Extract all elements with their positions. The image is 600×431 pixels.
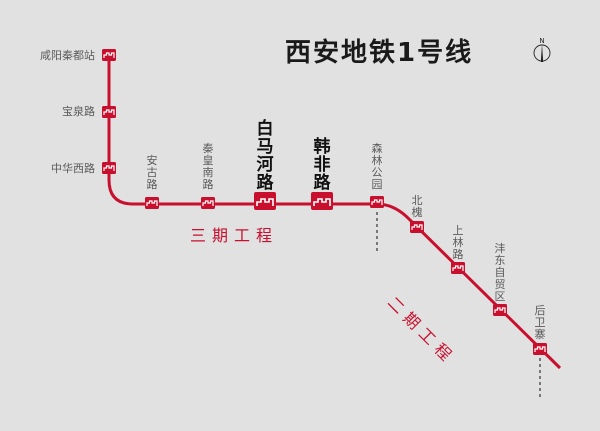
station-label[interactable]: 中华西路 [51, 162, 95, 175]
phase-3-label: 三期工程 [190, 226, 279, 245]
station-label[interactable]: 宝泉路 [62, 105, 95, 118]
station-label[interactable]: 秦皇南路 [202, 142, 214, 191]
station-marker [532, 342, 548, 356]
station-label[interactable]: 上林路 [452, 224, 464, 261]
station-marker [101, 105, 117, 119]
station-label[interactable]: 安古路 [146, 154, 158, 191]
compass-icon: N [533, 37, 551, 62]
station-marker [253, 191, 277, 211]
map-title: 西安地铁1号线 [285, 38, 474, 68]
station-label-major[interactable]: 韩非路 [313, 137, 331, 193]
station-label[interactable]: 后卫寨 [534, 304, 546, 341]
station-marker [369, 195, 385, 209]
line-1-track [107, 55, 562, 370]
station-marker [409, 220, 425, 234]
station-marker [101, 161, 117, 175]
station-marker [492, 303, 508, 317]
station-label-major[interactable]: 白马河路 [256, 119, 274, 193]
station-label[interactable]: 森林公园 [371, 142, 383, 191]
svg-text:N: N [539, 37, 544, 45]
station-marker [450, 261, 466, 275]
station-label[interactable]: 沣东自贸区 [494, 242, 506, 303]
station-label[interactable]: 北槐 [411, 194, 423, 219]
station-label[interactable]: 咸阳秦都站 [40, 49, 95, 62]
station-marker [101, 48, 117, 62]
station-marker [310, 191, 334, 211]
station-marker [200, 196, 216, 210]
station-marker [144, 196, 160, 210]
